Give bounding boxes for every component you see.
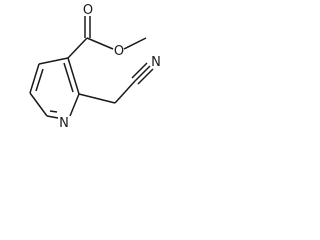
atom-label-ring-nitrogen: N bbox=[59, 116, 69, 131]
ring-bond-c5-c6 bbox=[29, 92, 48, 117]
pyridine-ring bbox=[29, 57, 80, 119]
ring-bond-c3-c4 bbox=[38, 57, 69, 65]
ring-bond-c2-c3-inner bbox=[63, 62, 74, 93]
ring-bond-c6-n1-inner bbox=[49, 110, 58, 113]
nitrile-triple-bond-2 bbox=[131, 62, 148, 79]
atom-label-ether-oxygen: O bbox=[114, 44, 124, 59]
ring-bond-c2-c3 bbox=[67, 57, 80, 95]
nitrile-triple-bond-1 bbox=[134, 65, 151, 82]
bond-carbonyl-ether-o bbox=[86, 37, 114, 50]
ring-bond-c4-c5-inner bbox=[35, 68, 44, 92]
ring-bond-c6-n1 bbox=[46, 115, 59, 119]
bond-ch2-cn bbox=[114, 80, 136, 104]
methyl-ester-group bbox=[67, 16, 147, 59]
bond-ether-o-methyl bbox=[123, 37, 147, 50]
atom-label-nitrile-nitrogen: N bbox=[151, 55, 161, 70]
ring-bond-n1-c2 bbox=[69, 93, 80, 117]
ring-bond-c4-c5 bbox=[29, 63, 40, 94]
cyanomethyl-group bbox=[78, 62, 154, 104]
chemical-structure: O O N N bbox=[29, 3, 161, 131]
atom-label-carbonyl-oxygen: O bbox=[83, 3, 93, 18]
bond-c3-carbonyl bbox=[67, 37, 88, 59]
nitrile-triple-bond-3 bbox=[137, 68, 154, 85]
bond-c2-ch2 bbox=[78, 93, 116, 104]
